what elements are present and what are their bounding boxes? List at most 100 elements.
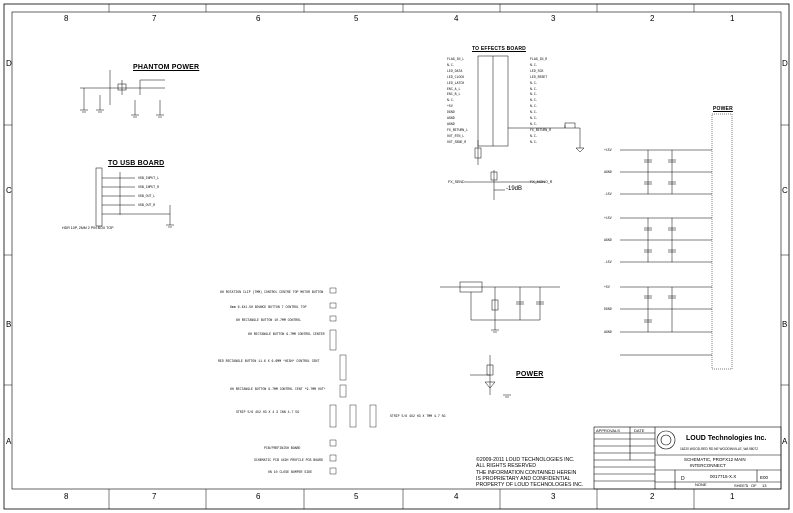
component-note-3: 6H RECTANGLE BUTTON 9.7MM CONTROL CENTER bbox=[248, 332, 325, 336]
component-note-5: 6H RECTANGLE BUTTON 9.7MM CONTROL CENT *… bbox=[230, 387, 326, 391]
effects-pin-right-13: N.C. bbox=[530, 133, 538, 138]
zone-row-c-left: C bbox=[6, 186, 12, 195]
copyright-line-1: ©2009-2011 LOUD TECHNOLOGIES INC. bbox=[476, 457, 575, 463]
phantom-power-title: PHANTOM POWER bbox=[133, 64, 200, 71]
effects-pin-left-3: LED_CLOCK bbox=[447, 74, 465, 79]
zone-col-2-bottom: 2 bbox=[650, 492, 655, 501]
zone-col-2-top: 2 bbox=[650, 14, 655, 23]
component-note-1: 6mm 6.4X1.5H BOUNCE BUTTON 7 CONTROL TOP bbox=[230, 305, 307, 309]
fx-mono-label: FX_MONO_R bbox=[530, 180, 553, 184]
sheet-number: 1 bbox=[746, 483, 749, 488]
usb-pin-2: USB_OUT_L bbox=[138, 194, 156, 198]
effects-pin-right-8: N.C. bbox=[530, 104, 538, 109]
zone-col-6-bottom: 6 bbox=[256, 492, 261, 501]
power-rail-0: +15V bbox=[604, 148, 612, 152]
copyright-notice: ©2009-2011 LOUD TECHNOLOGIES INC. ALL RI… bbox=[476, 457, 601, 488]
zone-col-3-top: 3 bbox=[551, 14, 556, 23]
component-note-6: STRIP 5/6 4X2 H3 X 4 3 INN 4.7 5G bbox=[236, 410, 300, 414]
power-rail-6: +5V bbox=[604, 285, 610, 289]
effects-pin-left-8: +5V bbox=[447, 104, 453, 109]
effects-pin-right-12: FX_RETURN_R bbox=[530, 127, 552, 132]
copyright-line-2: ALL RIGHTS RESERVED bbox=[476, 463, 536, 470]
effects-pin-left-10: AGND bbox=[447, 116, 455, 120]
effects-pin-left-4: LED_LATCH bbox=[447, 80, 465, 85]
effects-board-title: TO EFFECTS BOARD bbox=[472, 46, 526, 52]
effects-pin-right-1: N.C. bbox=[530, 62, 538, 67]
power-rail-3: +15V bbox=[604, 216, 612, 220]
effects-pin-left-7: N.C. bbox=[447, 98, 455, 103]
effects-pin-left-14: OUT_SEND_R bbox=[447, 139, 467, 144]
switch-stacks bbox=[329, 287, 377, 475]
power-left-title: POWER bbox=[516, 371, 544, 378]
zone-row-b-right: B bbox=[782, 320, 788, 329]
component-note-9: SCHEMATIC PCB 4X2H PROFILE PCB BOARD bbox=[254, 458, 323, 462]
usb-pin-3: USB_OUT_R bbox=[138, 203, 156, 207]
effects-pin-left-0: FLAG_IN_L bbox=[447, 57, 465, 61]
power-rail-8: AGND bbox=[604, 330, 612, 334]
power-distribution bbox=[620, 113, 733, 370]
usb-pin-1: USB_INPUT_R bbox=[138, 185, 160, 189]
component-note-8: PCB/PREFINISH BOARD bbox=[264, 446, 301, 450]
zone-col-4-top: 4 bbox=[454, 14, 459, 23]
zone-col-1-top: 1 bbox=[730, 14, 735, 23]
effects-pin-left-12: FX_RETURN_L bbox=[447, 127, 469, 132]
component-note-2: 6H RECTANGLE BUTTON 10.7MM CONTROL bbox=[236, 318, 302, 322]
effects-pin-left-6: ENC_B_L bbox=[447, 92, 461, 97]
phantom-power-circuit bbox=[80, 70, 165, 118]
effects-pin-right-9: N.C. bbox=[530, 110, 538, 115]
effects-pin-left-11: AGND bbox=[447, 121, 455, 126]
power-rail-5: -15V bbox=[604, 260, 612, 264]
effects-pin-right-0: FLAG_IN_R bbox=[530, 57, 548, 61]
effects-pin-right-4: N.C. bbox=[530, 80, 538, 85]
effects-pin-right-10: N.C. bbox=[530, 116, 538, 120]
approvals-label: APPROVALS bbox=[596, 428, 620, 433]
effects-pin-right-11: N.C. bbox=[530, 121, 538, 126]
usb-connector-label: HDR 10P, 2MM 2 PIN BOX TOP bbox=[62, 226, 114, 230]
usb-board-title: TO USB BOARD bbox=[108, 160, 165, 167]
effects-pin-right-14: N.C. bbox=[530, 139, 538, 144]
zone-col-7-bottom: 7 bbox=[152, 492, 157, 501]
effects-pin-left-9: DGND bbox=[447, 110, 455, 115]
zone-row-c-right: C bbox=[782, 186, 788, 195]
fx-send-label: FX_SEND bbox=[448, 180, 465, 184]
gain-label: -19dB bbox=[506, 186, 523, 192]
usb-connector bbox=[95, 167, 174, 228]
effects-pin-left-5: ENC_A_L bbox=[447, 86, 461, 91]
effects-pin-right-5: N.C. bbox=[530, 86, 538, 91]
power-led-circuit bbox=[470, 355, 511, 398]
power-rail-4: AGND bbox=[604, 238, 612, 242]
power-rail-2: -15V bbox=[604, 192, 612, 196]
power-rail-7: DGND bbox=[604, 307, 612, 311]
zone-row-d-right: D bbox=[782, 59, 788, 68]
drawing-number: 0017715-X.X bbox=[710, 474, 737, 479]
company-address: 16220 WOOD-RED RD NE WOODINVILLE, WA 980… bbox=[680, 447, 758, 451]
sheet-label: SHEET bbox=[734, 483, 748, 488]
sheet-of: OF bbox=[751, 483, 757, 488]
effects-pin-right-7: N.C. bbox=[530, 98, 538, 103]
zone-col-3-bottom: 3 bbox=[551, 492, 556, 501]
effects-pin-right-3: LED_RESET bbox=[530, 74, 548, 79]
component-note-10: ON 10 CLOSE BUMPER SIDE bbox=[268, 470, 312, 474]
revision: E00 bbox=[760, 475, 769, 480]
drawing-title-line-1: SCHEMATIC, PROFX12 MAIN bbox=[684, 457, 746, 462]
component-note-0: 6H ROTATION CLIP (7MM) CONTROL CENTRE TO… bbox=[220, 290, 324, 294]
component-note-4: RED RECTANGLE BUTTON 11.6 X 6.6MM *HIGH*… bbox=[218, 359, 320, 363]
power-right-title: POWER bbox=[713, 106, 733, 112]
drawing-title-line-2: INTERCONNECT bbox=[690, 463, 726, 468]
copyright-line-4: IS PROPRIETARY AND CONFIDENTIAL bbox=[476, 475, 571, 482]
component-note-7: STRIP 5/6 4X2 H3 X 7MM 4.7 5G bbox=[390, 414, 446, 418]
scale-value: NONE bbox=[695, 482, 707, 487]
zone-col-5-bottom: 5 bbox=[354, 492, 359, 501]
effects-pin-right-2: LED_SCK bbox=[530, 68, 544, 73]
zone-row-a-left: A bbox=[6, 437, 12, 446]
regulator-circuit bbox=[440, 281, 560, 333]
zone-col-4-bottom: 4 bbox=[454, 492, 459, 501]
effects-pin-right-6: N.C. bbox=[530, 92, 538, 97]
effects-connector bbox=[465, 55, 585, 200]
date-label: DATE bbox=[634, 428, 645, 433]
power-rail-1: AGND bbox=[604, 170, 612, 174]
company-name: LOUD Technologies Inc. bbox=[686, 435, 767, 442]
copyright-line-5: PROPERTY OF LOUD TECHNOLOGIES INC. bbox=[476, 482, 584, 489]
zone-col-6-top: 6 bbox=[256, 14, 261, 23]
